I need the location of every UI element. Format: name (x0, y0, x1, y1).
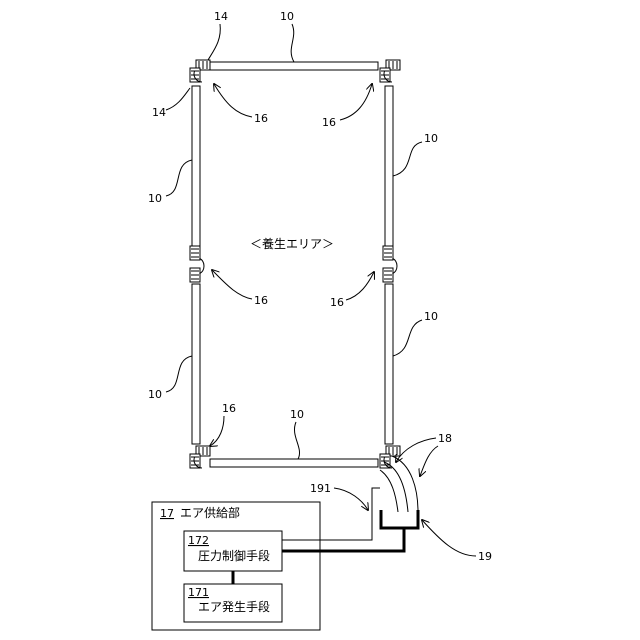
ref-label-16-bottom-left: 16 (222, 402, 236, 415)
ref-label-10-left-lower: 10 (148, 388, 162, 401)
leader-10-right-lower (393, 320, 422, 356)
leader-14-left (166, 88, 190, 110)
tube-right-lower (385, 284, 393, 444)
ref-label-10-left-upper: 10 (148, 192, 162, 205)
ref-label-14-top: 14 (214, 10, 228, 23)
tube-top (210, 62, 378, 70)
tube-left-upper (192, 86, 200, 248)
leader-16-top-right (340, 84, 372, 120)
leader-10-top (291, 24, 294, 62)
ref-label-16-top-left: 16 (254, 112, 268, 125)
ref-label-10-right-lower: 10 (424, 310, 438, 323)
ref-label-10-right-upper: 10 (424, 132, 438, 145)
leader-14-top (208, 24, 220, 60)
ref-label-191: 191 (310, 482, 331, 495)
hose-outer (384, 462, 408, 512)
air-generation-title: エア発生手段 (198, 599, 270, 614)
ref-label-16-top-right: 16 (322, 116, 336, 129)
ref-label-14-left: 14 (152, 106, 166, 119)
leader-10-left-lower (166, 356, 192, 392)
tube-right-upper (385, 86, 393, 248)
ref-label-16-right-middle: 16 (330, 296, 344, 309)
leader-10-left-upper (166, 160, 192, 196)
leader-16-right-middle (346, 272, 374, 300)
hose-inner (380, 470, 398, 512)
air-supply-number: 17 (160, 507, 174, 520)
ref-label-10-bottom: 10 (290, 408, 304, 421)
pipe-u (381, 510, 418, 528)
air-generation-number: 171 (188, 586, 209, 599)
leader-10-right-upper (393, 142, 422, 176)
leader-191 (334, 488, 368, 510)
leader-18-b (420, 446, 438, 476)
air-supply-title: エア供給部 (180, 505, 240, 520)
hose-outer-2 (392, 456, 418, 512)
leader-16-top-left (214, 84, 252, 117)
area-label: ＜養生エリア＞ (250, 236, 334, 251)
ref-label-18: 18 (438, 432, 452, 445)
ref-label-19: 19 (478, 550, 492, 563)
leader-18-a (396, 438, 436, 462)
ref-label-10-top: 10 (280, 10, 294, 23)
pressure-control-number: 172 (188, 534, 209, 547)
leader-19 (422, 520, 476, 556)
tube-left-lower (192, 284, 200, 444)
pipe-bracket (282, 488, 418, 551)
leader-10-bottom (294, 422, 299, 459)
leader-16-bottom-left (210, 416, 224, 446)
leader-16-left-middle (212, 270, 252, 299)
air-supply-unit: 17 エア供給部 172 圧力制御手段 171 エア発生手段 (152, 502, 320, 630)
ref-label-16-left-middle: 16 (254, 294, 268, 307)
pressure-control-title: 圧力制御手段 (198, 548, 270, 563)
tube-bottom (210, 459, 378, 467)
thin-pipe-191 (282, 488, 380, 540)
